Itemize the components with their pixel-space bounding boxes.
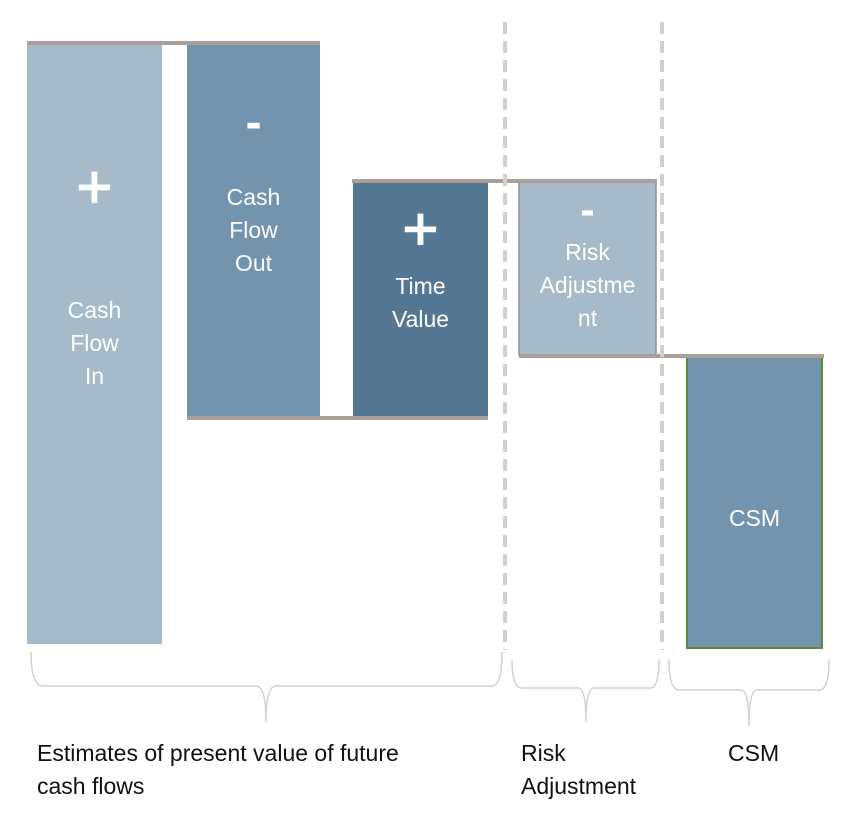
brace-risk-adjustment	[511, 659, 660, 723]
brace-csm	[668, 659, 830, 727]
group-label-risk-adjustment: Risk Adjustment	[521, 740, 637, 799]
bar-cash-flow-out	[187, 44, 320, 418]
label-time-value: Time Value	[391, 273, 450, 332]
group-label-estimates: Estimates of present value of future cas…	[37, 740, 399, 799]
label-risk-adjustment: Risk Adjustme nt	[539, 239, 636, 331]
bar-csm	[686, 356, 823, 649]
group-label-csm: CSM	[728, 740, 780, 766]
bar-risk-adjustment	[518, 181, 657, 356]
label-cash-flow-in: Cash Flow In	[67, 297, 122, 389]
minus-sign-risk-adjustment: -	[580, 191, 595, 232]
brace-estimates	[30, 651, 503, 723]
bar-cash-flow-in	[27, 44, 162, 644]
label-cash-flow-out: Cash Flow Out	[226, 184, 281, 276]
label-csm: CSM	[728, 505, 781, 531]
bar-time-value	[353, 182, 488, 420]
minus-sign-cash-flow-out: -	[245, 101, 262, 147]
plus-sign-cash-flow-in: +	[73, 157, 116, 215]
plus-sign-time-value: +	[399, 199, 442, 257]
